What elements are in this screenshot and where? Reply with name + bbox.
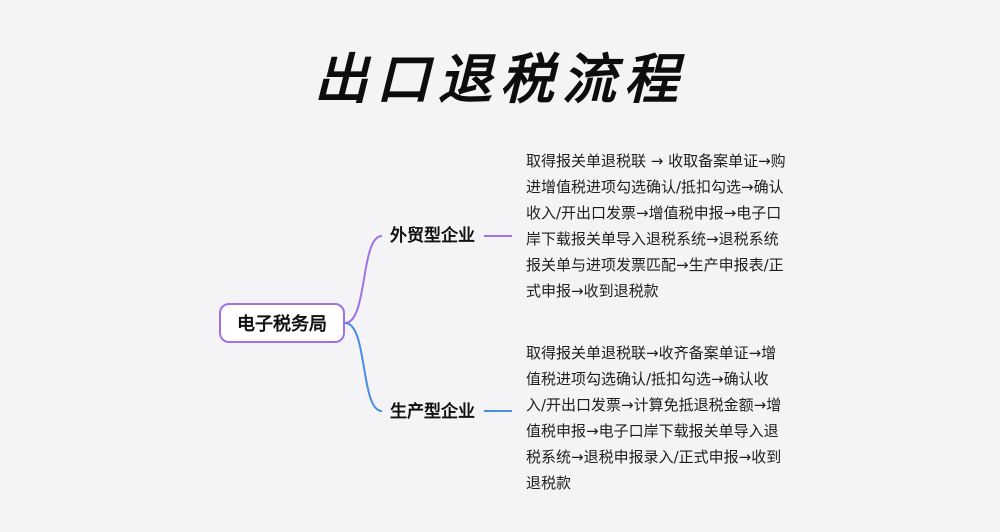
root-node-e-tax-bureau: 电子税务局 <box>219 303 345 343</box>
production-process-text: 取得报关单退税联→收齐备案单证→增值税进项勾选确认/抵扣勾选→确认收入/开出口发… <box>526 344 782 492</box>
page-title: 出口退税流程 <box>314 48 686 111</box>
connector-production <box>344 322 383 412</box>
connector-foreign-trade <box>344 235 383 324</box>
branch-foreign-trade-enterprise: 外贸型企业 <box>390 226 475 246</box>
branch-production-enterprise: 生产型企业 <box>390 402 475 422</box>
foreign-trade-process-text: 取得报关单退税联 → 收取备案单证→购进增值税进项勾选确认/抵扣勾选→确认收入/… <box>526 152 786 300</box>
